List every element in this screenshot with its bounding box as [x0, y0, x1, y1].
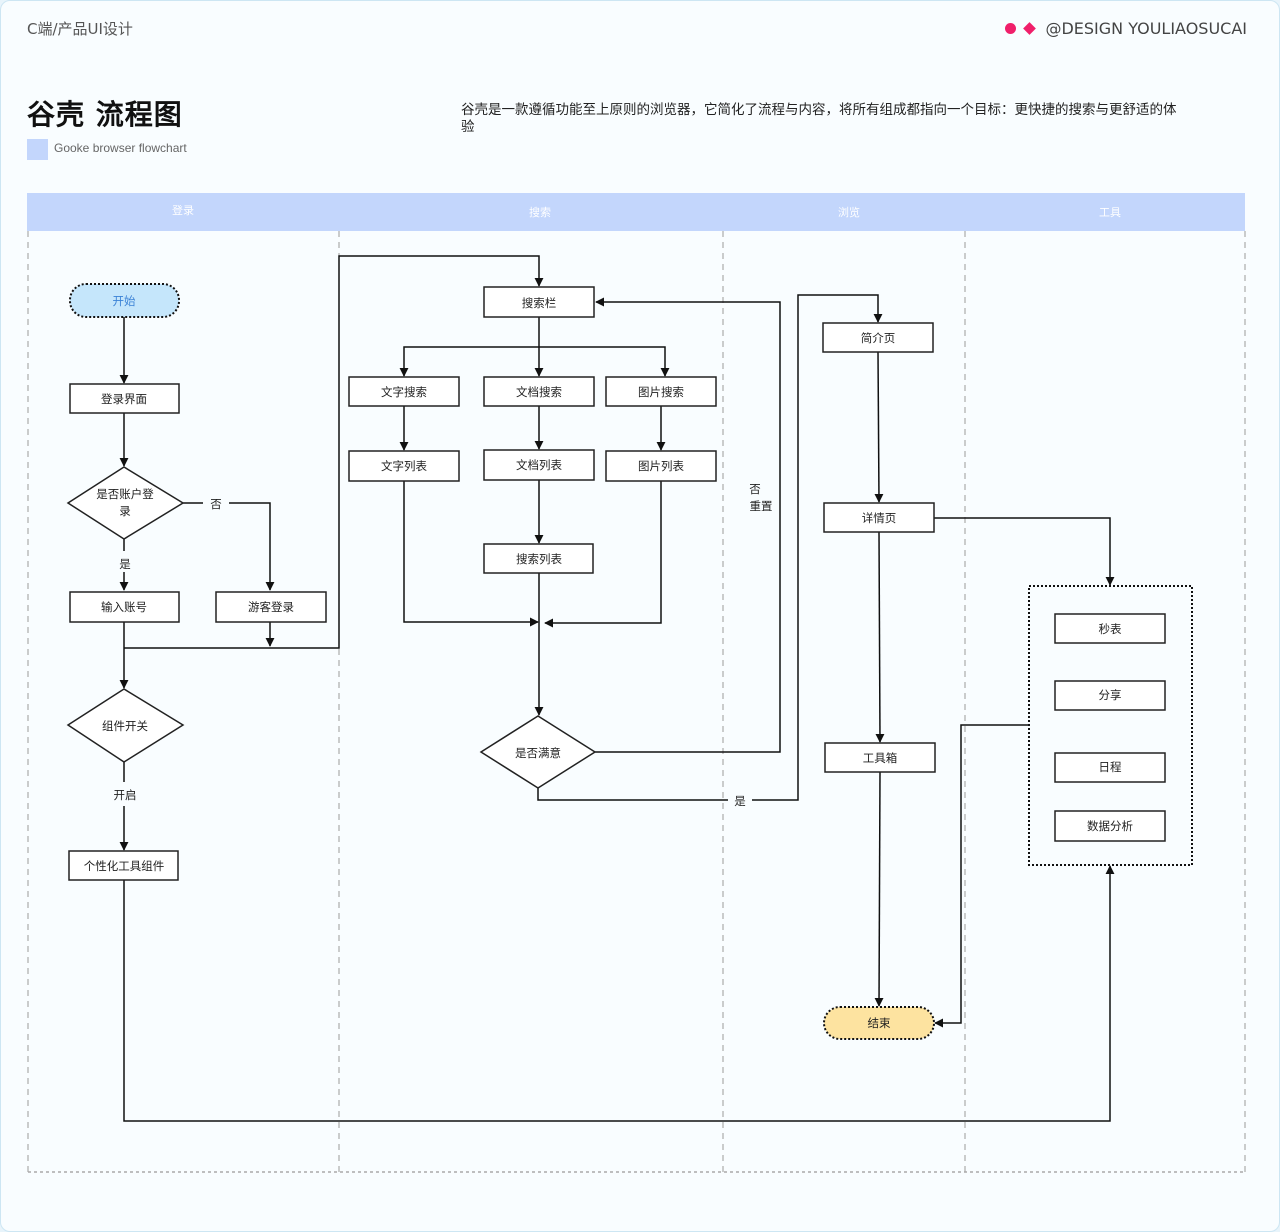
node-stopwatch-label: 秒表	[1099, 622, 1122, 636]
lane-label-tools: 工具	[1099, 206, 1121, 219]
node-share-label: 分享	[1099, 688, 1122, 702]
node-schedule[interactable]: 日程	[1054, 752, 1166, 783]
category-label: C端/产品UI设计	[27, 20, 133, 38]
node-login-page[interactable]: 登录界面	[69, 383, 180, 414]
node-search-bar[interactable]: 搜索栏	[483, 286, 595, 318]
page-title: 谷壳 流程图	[27, 98, 183, 131]
page-description: 谷壳是一款遵循功能至上原则的浏览器，它简化了流程与内容，将所有组成都指向一个目标…	[461, 102, 1177, 135]
node-detail-page[interactable]: 详情页	[823, 502, 935, 533]
edges	[119, 255, 1115, 1122]
node-share[interactable]: 分享	[1054, 680, 1166, 711]
subtitle-swatch	[27, 139, 48, 160]
node-image-search-label: 图片搜索	[638, 385, 684, 399]
edge-label-no: 否	[210, 497, 222, 511]
node-custom-widget[interactable]: 个性化工具组件	[68, 850, 179, 881]
node-enter-account[interactable]: 输入账号	[69, 591, 180, 623]
edge-label-satisfied-yes: 是	[734, 794, 746, 808]
node-has-account-label-1: 是否账户登	[96, 487, 154, 501]
node-end-label: 结束	[868, 1016, 891, 1030]
node-intro-page[interactable]: 简介页	[822, 322, 934, 353]
node-widget-switch-label: 组件开关	[102, 719, 148, 733]
node-widget-switch[interactable]: 组件开关	[66, 688, 185, 763]
node-satisfied[interactable]: 是否满意	[479, 715, 597, 789]
node-custom-widget-label: 个性化工具组件	[84, 859, 165, 873]
node-image-search[interactable]: 图片搜索	[605, 376, 717, 407]
node-schedule-label: 日程	[1099, 760, 1122, 774]
node-data-analysis-label: 数据分析	[1087, 819, 1133, 833]
page-subtitle: Gooke browser flowchart	[54, 141, 187, 155]
edge-intro-detail	[874, 351, 884, 503]
tool-group-border	[1028, 585, 1193, 866]
edge-widget-toolgroup	[123, 865, 1115, 1122]
node-text-list[interactable]: 文字列表	[348, 450, 460, 482]
node-toolbox[interactable]: 工具箱	[824, 742, 936, 773]
tool-group[interactable]: 秒表 分享 日程 数据分析	[1028, 585, 1193, 866]
brand: @DESIGN YOULIAOSUCAI	[1005, 19, 1247, 38]
node-guest-login-label: 游客登录	[248, 600, 294, 614]
node-doc-list-label: 文档列表	[516, 458, 562, 472]
node-intro-page-label: 简介页	[861, 331, 896, 345]
edge-toolbox-end	[874, 771, 884, 1007]
edge-reset-searchbar	[595, 297, 781, 753]
lane-label-browse: 浏览	[838, 205, 860, 219]
edge-bar-image	[539, 346, 670, 377]
edge-bar-text	[399, 346, 539, 377]
circle-icon	[1005, 23, 1017, 34]
node-text-search-label: 文字搜索	[381, 385, 427, 399]
node-start-label: 开始	[113, 294, 136, 308]
node-search-list[interactable]: 搜索列表	[483, 543, 594, 574]
node-detail-page-label: 详情页	[862, 511, 897, 525]
edge-label-no-reset-2: 重置	[750, 499, 773, 513]
node-doc-search-label: 文档搜索	[516, 385, 562, 399]
edge-no-right	[229, 502, 275, 591]
edge-imagelist-merge	[544, 481, 662, 628]
edge-toolgroup-end	[934, 724, 1028, 1028]
edge-detail-toolgroup	[934, 517, 1115, 586]
edge-label-yes: 是	[119, 557, 131, 571]
node-start[interactable]: 开始	[69, 283, 180, 318]
edge-label-turn-on: 开启	[114, 788, 137, 802]
lane-borders	[27, 231, 1246, 1172]
node-doc-list[interactable]: 文档列表	[483, 449, 595, 481]
edge-label-no-reset-1: 否	[749, 482, 761, 496]
node-login-page-label: 登录界面	[101, 392, 147, 406]
node-image-list-label: 图片列表	[638, 459, 684, 473]
node-guest-login[interactable]: 游客登录	[215, 591, 327, 623]
edge-yes-intro	[752, 294, 883, 801]
lane-header-bar	[27, 193, 1245, 231]
node-has-account-label-2: 录	[119, 504, 131, 518]
node-doc-search[interactable]: 文档搜索	[483, 376, 595, 407]
node-search-list-label: 搜索列表	[516, 552, 562, 566]
edge-textlist-merge	[403, 481, 539, 627]
node-satisfied-label: 是否满意	[515, 746, 561, 760]
node-search-bar-label: 搜索栏	[522, 296, 557, 310]
node-has-account[interactable]: 是否账户登 录	[66, 466, 185, 540]
node-text-list-label: 文字列表	[381, 459, 427, 473]
edge-merge-searchbar	[124, 255, 544, 649]
brand-text: @DESIGN YOULIAOSUCAI	[1045, 19, 1247, 38]
node-text-search[interactable]: 文字搜索	[348, 376, 460, 407]
edge-yes-left	[537, 788, 728, 801]
node-data-analysis[interactable]: 数据分析	[1054, 810, 1166, 842]
lane-label-search: 搜索	[529, 205, 551, 219]
node-enter-account-label: 输入账号	[101, 600, 147, 614]
node-toolbox-label: 工具箱	[863, 751, 898, 765]
node-image-list[interactable]: 图片列表	[605, 450, 717, 482]
edge-detail-toolbox	[875, 531, 885, 743]
node-end[interactable]: 结束	[823, 1006, 935, 1040]
node-stopwatch[interactable]: 秒表	[1054, 613, 1166, 644]
lane-label-login: 登录	[172, 203, 194, 217]
